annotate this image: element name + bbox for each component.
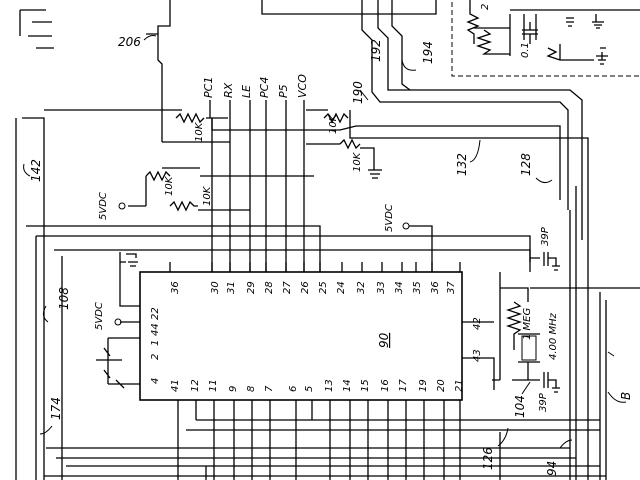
leader-108: [42, 305, 49, 323]
ic-body: [139, 271, 463, 401]
pin-top-36a: 36: [170, 281, 181, 294]
signal-vco: VCO: [296, 74, 309, 98]
right-bus: B: [530, 186, 640, 480]
resistor-network: 10K 10K 10K 10K 10K 5VDC: [98, 112, 363, 220]
pin-bottom-21: 21: [454, 379, 465, 392]
pin-bottom-19: 19: [418, 379, 429, 392]
pin-bottom-12: 12: [190, 379, 201, 392]
pin-bottom-9: 9: [228, 386, 239, 392]
signal-bus: PC1 RX LE PC4 P5 VCO: [162, 74, 314, 272]
crystal-network: 1 MEG 4.00 MHz 39P 39P 104: [492, 226, 560, 418]
pin-top-35: 35: [412, 281, 423, 294]
pin-bottom-7: 7: [264, 385, 275, 392]
supply-label-mid: 5VDC: [384, 204, 395, 232]
pin-left-4: 4: [150, 378, 161, 384]
signal-le: LE: [240, 85, 253, 98]
pin-bottom-6: 6: [288, 386, 299, 392]
leader-206: [143, 35, 157, 41]
supply-mid: 5VDC: [384, 204, 433, 272]
ref-128: 128: [519, 153, 533, 176]
supply-label-left-bottom: 5VDC: [94, 302, 105, 330]
pin-top-29: 29: [246, 281, 257, 294]
resistor-b-label: 10K: [352, 151, 363, 172]
corner-partial-label: 2: [480, 4, 491, 10]
leader-132: [469, 139, 481, 163]
pin-top-24: 24: [336, 281, 347, 294]
crystal-symbol: [521, 335, 537, 361]
pin-left-1: 1: [150, 340, 161, 346]
crystal-label: 4.00 MHz: [548, 312, 559, 360]
pin-top-28: 28: [264, 281, 275, 294]
supply-node-mid: [402, 222, 410, 230]
leader-174: [39, 425, 53, 435]
ref-132: 132: [455, 153, 469, 176]
pin-top-25: 25: [318, 281, 329, 294]
leader-194: [401, 59, 417, 71]
corner-cap-label: 0.1: [520, 42, 531, 58]
ic-90: 90 36 30 31 29 28 27 26 25 24 32 33 34 3…: [139, 262, 495, 480]
signal-p5: P5: [277, 84, 290, 98]
pin-left-2: 2: [150, 354, 161, 360]
supply-label-left-top: 5VDC: [98, 192, 109, 220]
ref-190: 190: [351, 81, 365, 104]
leader-94: [559, 439, 573, 449]
pin-top-33: 33: [376, 281, 387, 294]
pin-bottom-20: 20: [436, 379, 447, 392]
pin-left-44: 44: [150, 323, 161, 336]
pin-bottom-11: 11: [208, 379, 219, 392]
ref-108: 108: [57, 287, 71, 310]
ic-reference: 90: [377, 332, 391, 348]
signal-rx: RX: [222, 82, 235, 98]
pin-top-31: 31: [226, 281, 237, 294]
cap-top-label: 39P: [540, 226, 551, 246]
bus-label-b: B: [619, 392, 633, 400]
ref-126: 126: [481, 447, 495, 470]
signal-pc4: PC4: [258, 77, 271, 98]
top-wires: [15, 0, 589, 480]
pin-bottom-41: 41: [170, 379, 181, 392]
pin-bottom-13: 13: [324, 379, 335, 392]
ref-104: 104: [513, 395, 527, 418]
pin-top-37: 37: [446, 281, 457, 294]
ref-94: 94: [545, 461, 559, 476]
top-left-fragment: [19, 9, 54, 49]
pin-bottom-14: 14: [342, 379, 353, 392]
pin-right-42: 42: [472, 317, 483, 330]
reference-numerals: 206 192 194 190 142 132 128 108 174 126 …: [23, 35, 573, 476]
resistor-pc1-label: 10K: [194, 121, 205, 142]
ref-206: 206: [118, 35, 141, 49]
ref-174: 174: [49, 397, 63, 420]
ref-192: 192: [369, 39, 383, 62]
left-wiring: 5VDC: [26, 225, 531, 480]
resistor-c-label: 10K: [164, 175, 175, 196]
pin-top-27: 27: [282, 281, 293, 294]
ref-142: 142: [29, 159, 43, 182]
pin-top-34: 34: [394, 281, 405, 294]
ref-194: 194: [421, 41, 435, 64]
pin-top-26: 26: [300, 281, 311, 294]
pin-bottom-15: 15: [360, 379, 371, 392]
leader-142: [23, 163, 31, 177]
pin-right-43: 43: [472, 349, 483, 362]
leader-128: [535, 177, 553, 184]
bottom-wiring: [44, 419, 606, 480]
supply-node-left-top: [118, 202, 126, 210]
dashed-module: 2 0.1: [451, 0, 640, 77]
cap-bottom-label: 39P: [538, 392, 549, 412]
pin-bottom-17: 17: [398, 379, 409, 392]
pin-bottom-16: 16: [380, 379, 391, 392]
pin-top-36b: 36: [430, 281, 441, 294]
leader-126: [497, 427, 509, 447]
pin-bottom-5: 5: [304, 386, 315, 392]
pin-top-32: 32: [356, 281, 367, 294]
resistor-a-label: 10K: [328, 113, 339, 134]
resistor-d-label: 10K: [202, 185, 213, 206]
resistor-crystal-label: 1 MEG: [522, 308, 533, 340]
signal-pc1: PC1: [202, 77, 215, 98]
pin-bottom-8: 8: [246, 386, 257, 392]
pin-left-22: 22: [150, 307, 161, 320]
pin-top-30: 30: [210, 281, 221, 294]
